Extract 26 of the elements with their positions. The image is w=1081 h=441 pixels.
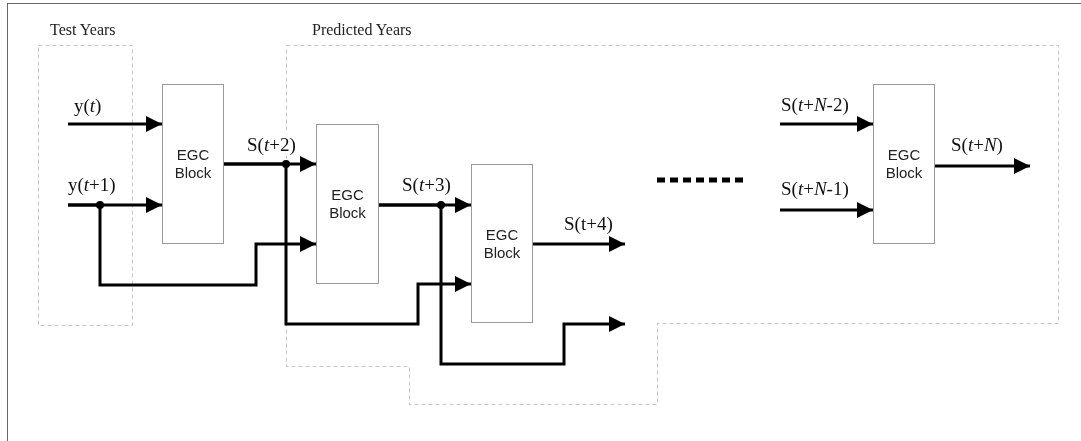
- edge-label: S(t+N-2): [781, 94, 849, 116]
- edge-label: y(t+1): [68, 174, 116, 196]
- process-box: [471, 164, 533, 323]
- arrow: [68, 203, 316, 287]
- process-box: [873, 84, 935, 244]
- arrow: [533, 236, 625, 252]
- region-heading: Test Years: [50, 20, 116, 40]
- block-label: EGC Block: [884, 146, 924, 182]
- process-box: [316, 124, 379, 284]
- edge-label: S(t+N): [951, 134, 1003, 156]
- block-label: EGC Block: [482, 225, 522, 262]
- arrow: [780, 202, 873, 218]
- arrow: [780, 116, 873, 132]
- arrow: [935, 158, 1030, 174]
- arrow: [379, 203, 625, 366]
- edge-label: S(t+4): [564, 213, 613, 235]
- edge-label: y(t): [74, 95, 102, 117]
- block-label: EGC Block: [328, 186, 367, 222]
- edge-label: S(t+2): [247, 134, 296, 156]
- block-label: EGC Block: [173, 146, 213, 182]
- process-box: [162, 84, 224, 244]
- edge-label: S(t+3): [402, 174, 451, 196]
- arrow: [224, 162, 471, 326]
- arrow: [68, 116, 162, 132]
- region-heading: Predicted Years: [312, 20, 412, 40]
- edge-label: S(t+N-1): [781, 178, 849, 200]
